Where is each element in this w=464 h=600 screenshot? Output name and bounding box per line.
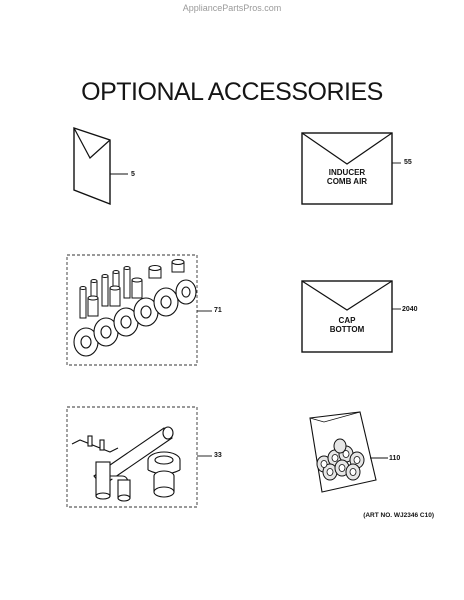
watermark: AppliancePartsPros.com <box>182 3 282 13</box>
manual-illustration <box>73 127 128 206</box>
inducer-envelope-illustration <box>301 132 401 205</box>
part-inducer-envelope[interactable] <box>301 132 401 206</box>
callout-71: 71 <box>214 307 222 314</box>
part-cap-envelope[interactable] <box>301 280 401 354</box>
part-bolt-kit[interactable] <box>66 254 226 366</box>
part-pipe-kit[interactable] <box>66 406 226 510</box>
page-title: OPTIONAL ACCESSORIES <box>81 78 383 106</box>
callout-55: 55 <box>404 159 412 166</box>
pipe-kit-illustration <box>66 406 212 508</box>
cap-envelope-label: CAP BOTTOM <box>302 316 392 334</box>
callout-33: 33 <box>214 452 222 459</box>
callout-5: 5 <box>131 171 135 178</box>
part-bag[interactable] <box>300 410 390 494</box>
cap-envelope-illustration <box>301 280 401 353</box>
inducer-label-line1: INDUCER <box>328 168 366 177</box>
callout-110: 110 <box>389 455 401 462</box>
art-number: (ART NO. WJ2346 C10) <box>363 512 434 519</box>
callout-2040: 2040 <box>402 306 418 313</box>
part-manual[interactable] <box>70 126 130 206</box>
inducer-label-line2: COMB AIR <box>326 177 368 186</box>
bag-illustration <box>309 411 388 493</box>
cap-label-line2: BOTTOM <box>329 325 365 334</box>
bolt-kit-illustration <box>66 254 212 366</box>
inducer-envelope-label: INDUCER COMB AIR <box>302 168 392 186</box>
cap-label-line1: CAP <box>338 316 356 325</box>
